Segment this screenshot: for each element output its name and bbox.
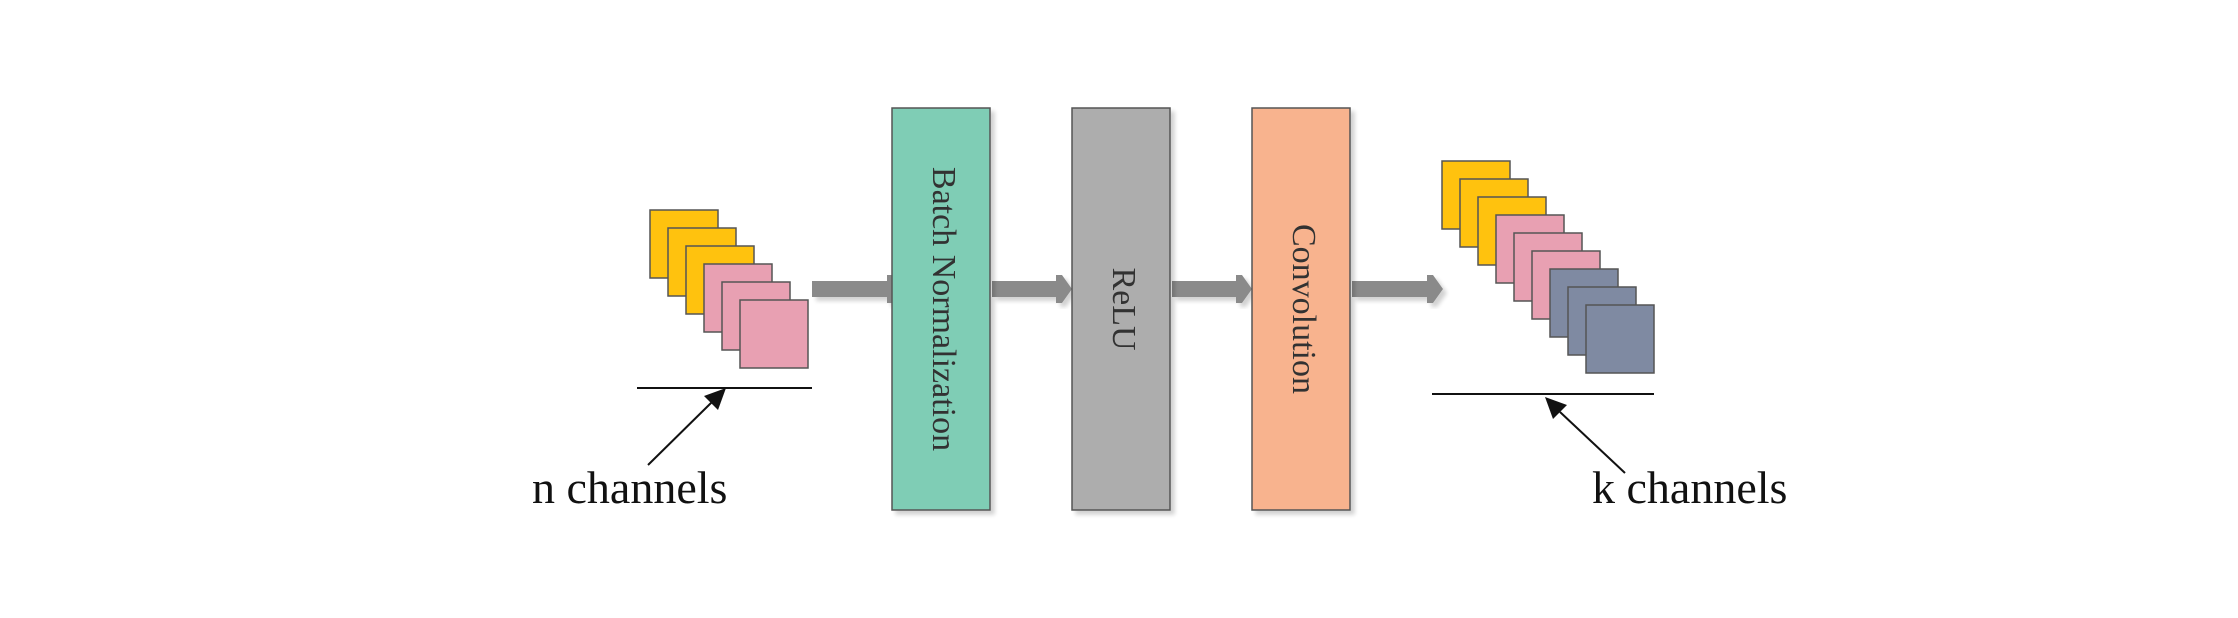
convolution-label: Convolution — [1285, 224, 1322, 394]
input-feature-map-stack — [649, 209, 809, 369]
input-channels-label: n channels — [532, 462, 727, 513]
convolution-block: Convolution — [1251, 107, 1351, 511]
output-feature-map-stack — [1441, 160, 1655, 374]
input-pointer-arrow — [647, 401, 713, 466]
output-pointer-arrow — [1559, 411, 1626, 474]
flow-arrow — [992, 275, 1072, 303]
relu-block: ReLU — [1071, 107, 1171, 511]
output-pointer-arrowhead — [1545, 397, 1567, 419]
flow-arrow — [1172, 275, 1252, 303]
batch-normalization-label: Batch Normalization — [925, 167, 962, 451]
relu-label: ReLU — [1105, 267, 1142, 350]
input-feature-map-pink — [739, 299, 809, 369]
input-pointer-arrowhead — [704, 388, 726, 410]
batch-normalization-block: Batch Normalization — [891, 107, 991, 511]
output-feature-map-slate — [1585, 304, 1655, 374]
flow-arrow — [1352, 275, 1443, 303]
flow-arrow — [812, 275, 900, 303]
output-channels-label: k channels — [1592, 462, 1787, 513]
